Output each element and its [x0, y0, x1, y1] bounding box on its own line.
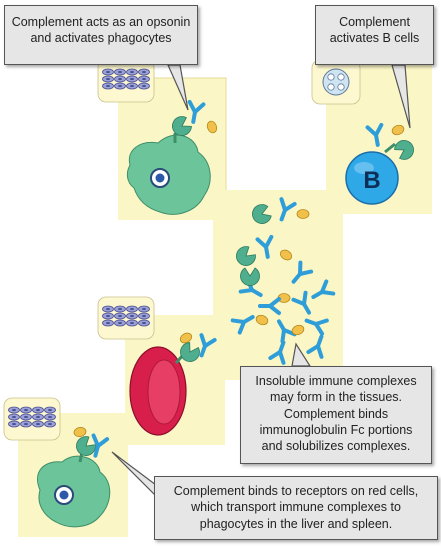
callout-b-cells: Complement activates B cells: [315, 5, 434, 65]
callout-text: and solubilizes complexes.: [261, 439, 411, 453]
b-cell: B: [345, 142, 399, 205]
callout-text: activates B cells: [329, 30, 420, 45]
callout-text: which transport immune complexes to: [191, 500, 401, 515]
lymph-node-icon: [311, 59, 361, 105]
phagocyte-cell: [37, 451, 111, 528]
panel-immune-complexes: [213, 190, 343, 380]
tissue-icon: [97, 296, 155, 340]
phagocyte-cell: [126, 133, 211, 215]
callout-opsonin: Complement acts as an opsonin and activa…: [4, 5, 198, 65]
tissue-icon: [97, 59, 155, 103]
callout-text: phagocytes in the liver and spleen.: [199, 516, 393, 531]
callout-text: Complement acts as an opsonin: [11, 15, 191, 29]
callout-text: Complement binds to receptors on red cel…: [173, 484, 419, 498]
callout-text: and activates phagocytes: [30, 30, 172, 45]
callout-text: immunoglobulin Fc portions: [259, 422, 413, 437]
red-blood-cell: [129, 346, 187, 436]
tissue-icon: [3, 397, 61, 441]
callout-red-cells: Complement binds to receptors on red cel…: [154, 476, 438, 540]
callout-text: Insoluble immune complexes: [255, 374, 417, 388]
callout-text: Complement: [339, 15, 410, 29]
callout-text: Complement binds: [283, 406, 389, 421]
callout-text: may form in the tissues.: [270, 390, 402, 405]
b-cell-label: B: [363, 167, 380, 194]
callout-immune-complexes: Insoluble immune complexes may form in t…: [240, 366, 432, 464]
